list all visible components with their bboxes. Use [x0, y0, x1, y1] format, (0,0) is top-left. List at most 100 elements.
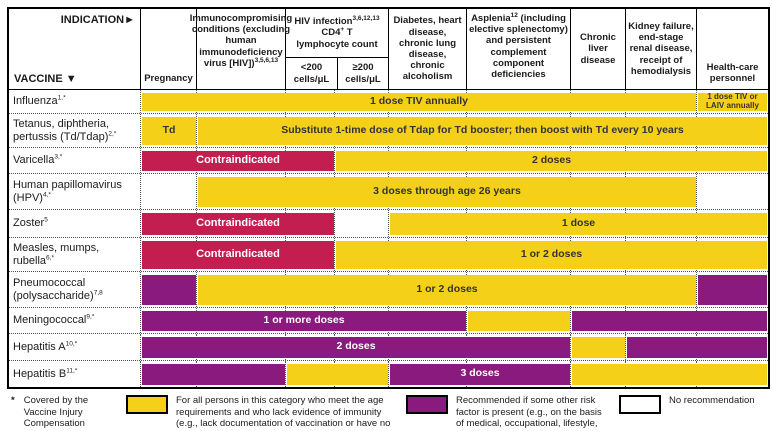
- footnote-sup: 4,*: [42, 190, 51, 198]
- bar-purple: [572, 310, 767, 331]
- corner-header-cell: INDICATION► VACCINE ▼: [9, 9, 141, 89]
- yellow-swatch: [126, 395, 168, 414]
- vaccine-row: Hepatitis B11,* 3 doses: [9, 361, 768, 387]
- table-header: INDICATION► VACCINE ▼ Pregnancy Immunoco…: [9, 9, 768, 90]
- indication-label: INDICATION: [60, 14, 125, 26]
- bar-yellow: 1 dose TIV annually: [142, 92, 696, 111]
- bar-text: Substitute 1-time dose of Tdap for Td bo…: [281, 123, 684, 136]
- bar-red: Contraindicated: [142, 150, 334, 171]
- bar-text: 1 dose: [561, 216, 596, 229]
- col-header-hiv-group: HIV infection3,6,12,13 CD4+ T lymphocyte…: [286, 9, 389, 89]
- bar-text: Contraindicated: [196, 216, 280, 229]
- legend: *Covered by the Vaccine Injury Compensat…: [7, 395, 766, 431]
- vaccine-label: Human papillomavirus (HPV)4,*: [9, 174, 141, 209]
- bar-purple: [698, 274, 767, 305]
- bar-yellow: 3 doses through age 26 years: [198, 176, 696, 207]
- bar-yellow: 1 or 2 doses: [198, 274, 696, 305]
- grid-cell: [286, 238, 335, 271]
- col-header-hiv-title: HIV infection3,6,12,13 CD4+ T lymphocyte…: [286, 9, 388, 58]
- footnote-sup: 3,6,12,13: [352, 15, 380, 23]
- grid-cell: [286, 148, 335, 173]
- bar-text: 3 doses through age 26 years: [373, 184, 521, 197]
- bar-text: Td: [162, 123, 176, 136]
- footnote-sup: 10,*: [65, 340, 78, 348]
- footnote-sup: 5: [44, 216, 48, 224]
- vaccine-label: Hepatitis A10,*: [9, 334, 141, 360]
- vaccine-label: Tetanus, diphtheria, pertussis (Td/Tdap)…: [9, 114, 141, 147]
- col-header-chronic-liver: Chronic liver disease: [571, 9, 626, 89]
- vaccine-row: Zoster5 Contraindicated 1 dose: [9, 210, 768, 238]
- grid-cell: [141, 114, 197, 147]
- bar-yellow: [572, 336, 625, 358]
- grid-cell: [697, 174, 768, 209]
- purple-swatch: [406, 395, 448, 414]
- legend-covered: *Covered by the Vaccine Injury Compensat…: [11, 395, 89, 431]
- bar-yellow: [287, 363, 388, 385]
- vaccine-row: Hepatitis A10,* 2 doses: [9, 334, 768, 361]
- bar-red: Contraindicated: [142, 240, 334, 269]
- bar-yellow: Substitute 1-time dose of Tdap for Td bo…: [198, 116, 767, 145]
- vaccine-label: Meningococcal9,*: [9, 308, 141, 333]
- vaccine-label: Hepatitis B11,*: [9, 361, 141, 387]
- vaccine-label: Zoster5: [9, 210, 141, 237]
- col-header-kidney-failure: Kidney failure, end-stage renal disease,…: [626, 9, 697, 89]
- footnote-sup: 7,8: [93, 288, 103, 296]
- bar-purple: 3 doses: [390, 363, 570, 385]
- bar-yellow: Td: [142, 116, 196, 145]
- grid-cell: [389, 308, 467, 333]
- footnote-sup: 3,*: [54, 153, 63, 161]
- footnote-sup: 12: [510, 11, 518, 19]
- bar-text: 2 doses: [336, 340, 376, 353]
- grid-cell: [467, 334, 571, 360]
- grid-cell: [197, 361, 286, 387]
- legend-recommended-risk: Recommended if some other risk factor is…: [406, 395, 608, 431]
- right-arrow-icon: ►: [124, 14, 135, 26]
- indication-header: INDICATION►: [61, 14, 135, 26]
- bar-text: 1 dose TIV or LAIV annually: [706, 92, 759, 110]
- col-header-immunocompromising: Immunocompromising conditions (excluding…: [190, 9, 292, 89]
- bar-text: 3 doses: [460, 367, 500, 380]
- col-header-hiv-lt200: <200 cells/μL: [286, 58, 338, 89]
- bar-text: 1 dose TIV annually: [369, 94, 469, 107]
- bar-purple: [142, 274, 196, 305]
- vaccine-row: Tetanus, diphtheria, pertussis (Td/Tdap)…: [9, 114, 768, 148]
- grid-cell: [335, 210, 389, 237]
- down-arrow-icon: ▼: [65, 73, 77, 85]
- grid-cell: [335, 361, 389, 387]
- bar-text: 1 or 2 doses: [416, 282, 478, 295]
- asterisk: *: [11, 395, 15, 406]
- bar-purple: 2 doses: [142, 336, 570, 358]
- vaccine-row: Measles, mumps, rubella6,*Contraindicate…: [9, 238, 768, 272]
- vaccine-row: Varicella3,* Contraindicated 2 doses: [9, 148, 768, 174]
- bar-purple: 1 or more doses: [142, 310, 466, 331]
- grid-cell: [286, 210, 335, 237]
- footnote-sup: 11,*: [66, 367, 78, 375]
- bar-text: 2 doses: [531, 153, 572, 166]
- footnote-sup: 9,*: [86, 313, 95, 321]
- col-header-asplenia: Asplenia12 (including elective splenecto…: [467, 9, 571, 89]
- vaccine-label: Pneumococcal (polysaccharide)7,8: [9, 272, 141, 307]
- bar-yellow: [572, 363, 767, 385]
- vaccine-header: VACCINE ▼: [14, 73, 77, 85]
- grid-cell: [626, 90, 697, 113]
- grid-cell: [571, 334, 626, 360]
- bar-text: 1 or 2 doses: [520, 247, 583, 260]
- grid-cell: [141, 174, 197, 209]
- vaccine-label: Measles, mumps, rubella6,*: [9, 238, 141, 271]
- bar-text: Contraindicated: [196, 153, 280, 166]
- col-header-healthcare-personnel: Health-care personnel: [706, 61, 759, 84]
- white-swatch: [619, 395, 661, 414]
- grid-cell: [626, 174, 697, 209]
- grid-cell: [467, 308, 571, 333]
- col-header-hiv-subcolumns: <200 cells/μL ≥200 cells/μL: [286, 58, 388, 89]
- footnote-sup: 2,*: [108, 129, 117, 137]
- vaccine-label: Varicella3,*: [9, 148, 141, 173]
- bar-text: 1 or more doses: [263, 313, 345, 326]
- bar-yellow: 1 dose TIV or LAIV annually: [698, 92, 767, 111]
- bar-yellow: 1 dose: [390, 212, 767, 235]
- vaccine-indication-table: INDICATION► VACCINE ▼ Pregnancy Immunoco…: [7, 7, 770, 389]
- grid-cell: [141, 272, 197, 307]
